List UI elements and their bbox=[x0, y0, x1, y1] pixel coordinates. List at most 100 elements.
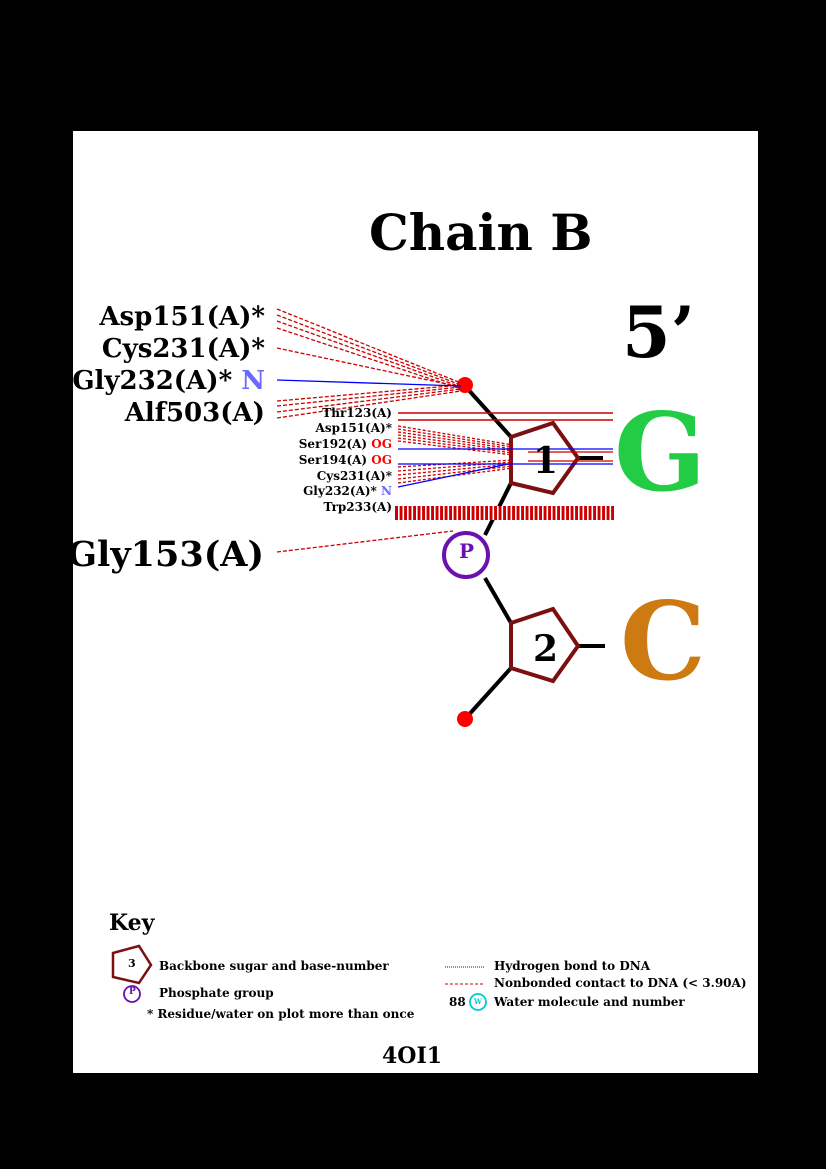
residue-name: Gly153(A) bbox=[67, 534, 264, 575]
residue-name: Trp233(A) bbox=[323, 500, 392, 514]
phosphate-label: P bbox=[459, 539, 475, 563]
stacking-gap bbox=[506, 506, 508, 520]
key-phosphate-symbol: P bbox=[129, 987, 136, 997]
residue-name: Cys231(A)* bbox=[101, 334, 265, 364]
hbond-gly232-n bbox=[276, 379, 462, 387]
atom-label: OG bbox=[371, 453, 392, 467]
key-heading: Key bbox=[109, 910, 155, 936]
stacking-gap bbox=[555, 506, 558, 520]
stacking-gap bbox=[479, 506, 481, 520]
key-sugar-number: 3 bbox=[128, 957, 136, 970]
key-nonbond-label: Nonbonded contact to DNA (< 3.90A) bbox=[494, 976, 747, 990]
stacking-gap bbox=[483, 506, 486, 520]
stacking-gap bbox=[447, 506, 450, 520]
stacking-gap bbox=[492, 506, 495, 520]
stacking-gap bbox=[416, 506, 418, 520]
stacking-gap bbox=[429, 506, 432, 520]
stacking-gap bbox=[465, 506, 468, 520]
residue-cys231-big: Cys231(A)* bbox=[102, 334, 265, 364]
key-phosphate-icon bbox=[123, 985, 141, 1003]
terminal-phosphate-3-prime bbox=[457, 711, 473, 727]
stacking-gap bbox=[438, 506, 441, 520]
stacking-gap bbox=[528, 506, 531, 520]
stacking-gap bbox=[474, 506, 477, 520]
sugar-1-number: 1 bbox=[533, 440, 559, 482]
residue-name: Ser192(A) bbox=[298, 437, 368, 451]
stacking-gap bbox=[402, 506, 405, 520]
sugar-2-number: 2 bbox=[533, 628, 559, 670]
key-water-icon bbox=[469, 993, 487, 1011]
stacking-gap bbox=[573, 506, 576, 520]
stacking-gap bbox=[434, 506, 436, 520]
phosphate-group bbox=[442, 531, 490, 579]
stacking-gap bbox=[510, 506, 513, 520]
key-water-label: Water molecule and number bbox=[494, 995, 685, 1009]
residue-ser192: Ser192(A) OG bbox=[299, 437, 392, 451]
base-2-letter: C bbox=[620, 579, 706, 705]
chain-title: Chain B bbox=[369, 203, 593, 262]
stacking-gap bbox=[609, 506, 612, 520]
stacking-gap bbox=[488, 506, 490, 520]
sugar-2 bbox=[509, 606, 581, 684]
atom-label: N bbox=[241, 366, 265, 396]
diagram-page: Chain B 5’ 1 2 G C P Asp151(A)* Cys231(A… bbox=[67, 131, 758, 1073]
stacking-gap bbox=[605, 506, 607, 520]
key-sugar-icon bbox=[111, 944, 153, 985]
stacking-gap bbox=[591, 506, 594, 520]
residue-ser194: Ser194(A) OG bbox=[299, 453, 392, 467]
stacking-gap bbox=[425, 506, 427, 520]
stacking-gap bbox=[542, 506, 544, 520]
stacking-gap bbox=[420, 506, 423, 520]
stacking-gap bbox=[411, 506, 414, 520]
trp233-stacking-contacts bbox=[395, 506, 616, 520]
stacking-gap bbox=[519, 506, 522, 520]
residue-asp151-big: Asp151(A)* bbox=[99, 302, 265, 332]
stacking-gap bbox=[461, 506, 463, 520]
key-phosphate-label: Phosphate group bbox=[159, 986, 274, 1000]
stacking-gap bbox=[501, 506, 504, 520]
stacking-gap bbox=[537, 506, 540, 520]
stacking-gap bbox=[569, 506, 571, 520]
residue-name: Cys231(A)* bbox=[316, 469, 392, 483]
stacking-gap bbox=[533, 506, 535, 520]
residue-asp151: Asp151(A)* bbox=[316, 421, 392, 435]
residue-name: Thr123(A) bbox=[322, 406, 392, 420]
pdb-id: 4OI1 bbox=[382, 1043, 443, 1069]
residue-name: Gly232(A)* bbox=[72, 366, 233, 396]
nonbonded-contacts-side bbox=[528, 451, 613, 462]
stacking-gap bbox=[564, 506, 567, 520]
nonbonded-contacts-big bbox=[276, 308, 462, 553]
diagram-graphics bbox=[111, 308, 616, 1011]
key-hbond-label: Hydrogen bond to DNA bbox=[494, 959, 651, 973]
stacking-gap bbox=[452, 506, 454, 520]
stacking-gap bbox=[600, 506, 603, 520]
five-prime-label: 5’ bbox=[622, 291, 696, 374]
hbond-contacts-small bbox=[397, 448, 613, 488]
key-water-symbol: W bbox=[474, 997, 482, 1006]
stacking-gap bbox=[596, 506, 598, 520]
residue-name: Asp151(A)* bbox=[99, 302, 265, 332]
stacking-gap bbox=[497, 506, 499, 520]
residue-trp233: Trp233(A) bbox=[324, 500, 392, 514]
residue-name: Ser194(A) bbox=[298, 453, 368, 467]
thr123-contacts bbox=[398, 412, 613, 421]
stacking-gap bbox=[587, 506, 589, 520]
residue-name: Gly232(A)* bbox=[303, 484, 377, 498]
backbone bbox=[463, 384, 605, 721]
residue-thr123: Thr123(A) bbox=[322, 406, 392, 420]
sugar-1 bbox=[509, 420, 581, 496]
stacking-gap bbox=[470, 506, 472, 520]
stacking-gap bbox=[524, 506, 526, 520]
stacking-gap bbox=[443, 506, 445, 520]
stacking-gap bbox=[582, 506, 585, 520]
stacking-gap bbox=[456, 506, 459, 520]
stacking-gap bbox=[614, 506, 616, 520]
stacking-gap bbox=[398, 506, 400, 520]
residue-gly153-big: Gly153(A) bbox=[67, 534, 264, 575]
key-star-label: * Residue/water on plot more than once bbox=[147, 1007, 415, 1021]
stacking-gap bbox=[560, 506, 562, 520]
key-water-number: 88 bbox=[449, 995, 466, 1009]
stacking-gap bbox=[551, 506, 553, 520]
stacking-gap bbox=[578, 506, 580, 520]
key-sugar-label: Backbone sugar and base-number bbox=[159, 959, 389, 973]
